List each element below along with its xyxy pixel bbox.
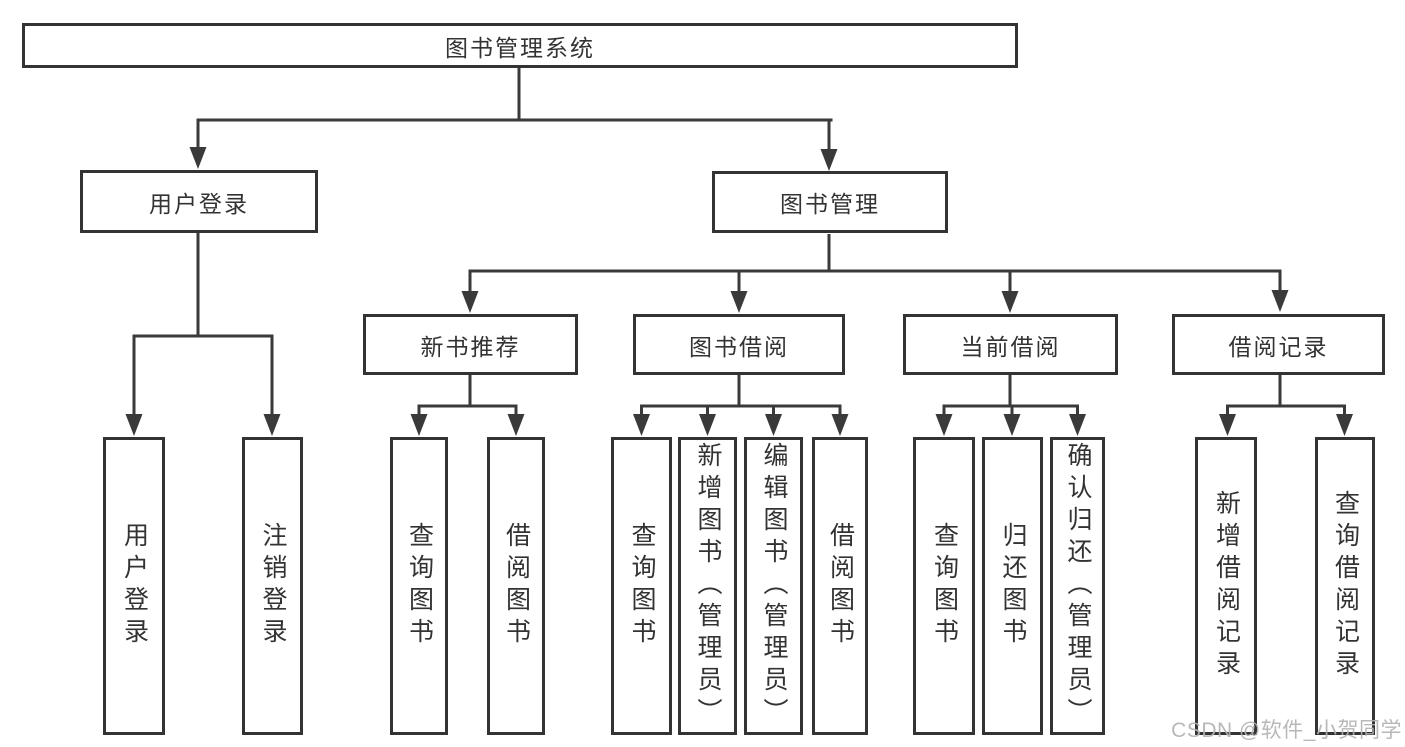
leaf-edit-books-admin: 编辑图书（管理员）: [744, 437, 803, 735]
node-book-management: 图书管理: [712, 171, 948, 233]
leaf-label: 查询图书: [628, 522, 656, 650]
node-current-borrowing: 当前借阅: [903, 314, 1118, 375]
leaf-confirm-return-admin: 确认归还（管理员）: [1050, 437, 1105, 735]
node-library-management-system: 图书管理系统: [22, 23, 1018, 68]
leaf-query-books-recommend: 查询图书: [390, 437, 448, 735]
leaf-label: 查询借阅记录: [1331, 490, 1360, 682]
leaf-label: 新增借阅记录: [1212, 490, 1241, 682]
node-book-borrowing: 图书借阅: [633, 314, 845, 375]
leaf-label: 借阅图书: [502, 522, 531, 650]
leaf-query-books-current: 查询图书: [913, 437, 975, 735]
leaf-borrow-books-recommend: 借阅图书: [487, 437, 545, 735]
node-new-book-recommend: 新书推荐: [363, 314, 578, 375]
leaf-label: 新增图书（管理员）: [694, 442, 722, 730]
leaf-add-books-admin: 新增图书（管理员）: [678, 437, 737, 735]
arrowheads: [125, 147, 1353, 436]
leaf-label: 查询图书: [930, 522, 959, 650]
leaf-label: 用户登录: [120, 522, 149, 650]
leaf-query-books-borrowing: 查询图书: [611, 437, 672, 735]
leaf-label: 注销登录: [259, 522, 287, 650]
leaf-borrow-books: 借阅图书: [812, 437, 868, 735]
leaf-label: 编辑图书（管理员）: [760, 442, 788, 730]
leaf-label: 查询图书: [405, 522, 434, 650]
leaf-add-borrow-record: 新增借阅记录: [1195, 437, 1257, 735]
leaf-label: 确认归还（管理员）: [1064, 442, 1092, 730]
leaf-query-borrow-record: 查询借阅记录: [1315, 437, 1375, 735]
node-borrowing-records: 借阅记录: [1172, 314, 1385, 375]
leaf-return-books: 归还图书: [982, 437, 1043, 735]
leaf-user-login: 用户登录: [103, 437, 165, 735]
leaf-label: 归还图书: [999, 522, 1027, 650]
leaf-logout: 注销登录: [242, 437, 303, 735]
leaf-label: 借阅图书: [826, 522, 855, 650]
node-user-login: 用户登录: [80, 170, 318, 233]
